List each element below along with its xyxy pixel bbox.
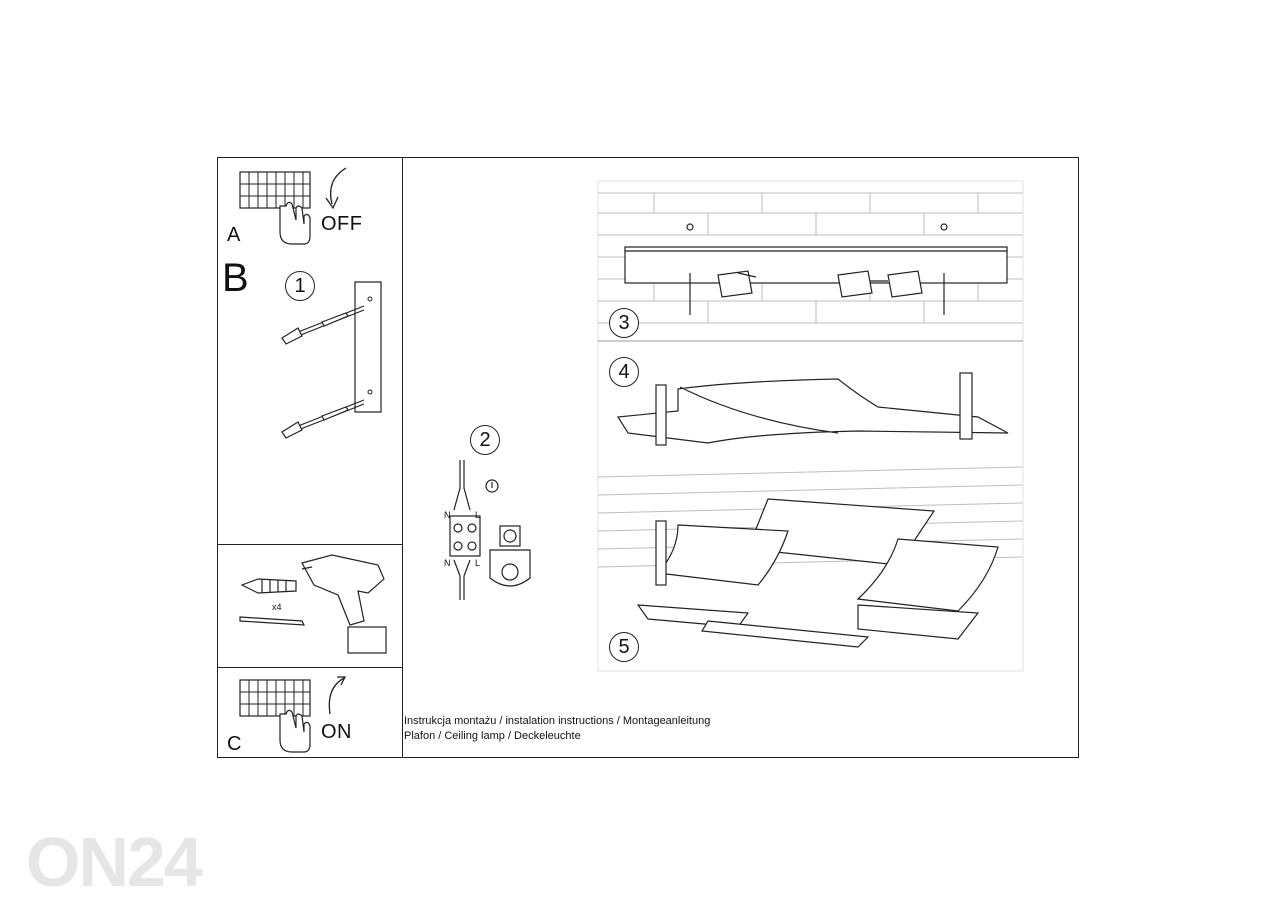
breaker-on-illustration (239, 676, 347, 753)
step-1-badge: 1 (285, 271, 315, 301)
tools-illustration (239, 554, 387, 654)
panel-b-letter: B (222, 256, 249, 300)
step-2-badge: 2 (470, 425, 500, 455)
panel-b: B 1 (217, 250, 403, 545)
step-5-badge: 5 (609, 632, 639, 662)
step-3-badge: 3 (609, 308, 639, 338)
quantity-label: x4 (272, 602, 282, 612)
step-4-badge: 4 (609, 357, 639, 387)
wire-l-bottom: L (475, 558, 481, 568)
panel-c: C ON (217, 667, 403, 758)
assembly-illustration (597, 180, 1024, 672)
on-label: ON (321, 721, 352, 743)
wire-l-top: L (475, 510, 481, 520)
breaker-off-illustration (239, 167, 347, 245)
caption-line-2: Plafon / Ceiling lamp / Deckeleuchte (404, 730, 581, 742)
wiring-illustration (449, 460, 531, 600)
caption-line-1: Instrukcja montażu / instalation instruc… (404, 715, 711, 727)
wire-n-bottom: N (444, 558, 451, 568)
panel-a-letter: A (227, 224, 241, 246)
drilling-illustration (281, 281, 382, 439)
off-label: OFF (321, 213, 363, 235)
wire-n-top: N (444, 510, 451, 520)
panel-tools: x4 (217, 544, 403, 668)
panel-c-letter: C (227, 733, 242, 755)
panel-a: A OFF (217, 157, 403, 251)
watermark-logo: ON24 (26, 823, 203, 901)
